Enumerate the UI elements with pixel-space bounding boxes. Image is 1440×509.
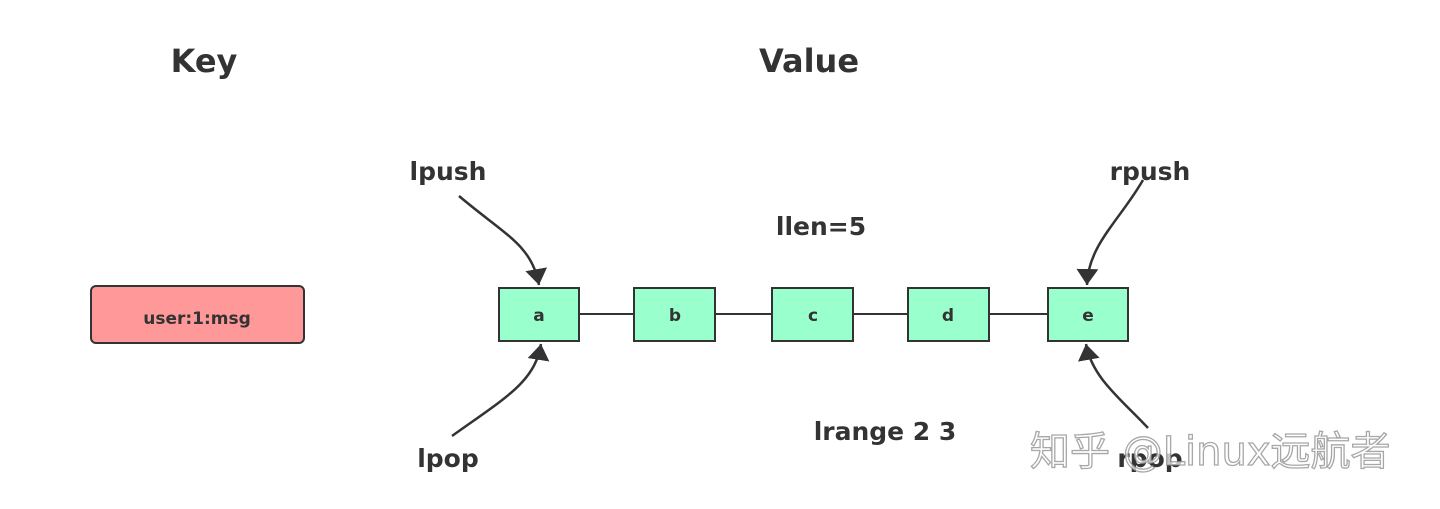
list-node: d [907, 287, 990, 342]
rpop-label: rpop [1117, 444, 1182, 473]
list-node-label-a: a [533, 306, 544, 326]
list-node-label-d: d [942, 306, 954, 326]
lrange-label: lrange 2 3 [814, 417, 957, 446]
list-node-box-d [907, 287, 990, 342]
value-header: Value [759, 42, 859, 80]
lpush-arrow [458, 195, 548, 286]
lpush-label: lpush [410, 157, 487, 186]
list-node-label-b: b [669, 306, 681, 326]
rpush-label: rpush [1110, 157, 1191, 186]
list-node: e [1047, 287, 1129, 342]
watermark: 知乎 @Linux远航者 [1030, 429, 1391, 475]
rpop-arrow [1077, 343, 1149, 429]
list-node-box-e [1047, 287, 1129, 342]
list-node: b [633, 287, 716, 342]
list-nodes: a b c d e [498, 287, 1129, 342]
list-node-box-a [498, 287, 580, 342]
lpop-arrow [451, 343, 550, 438]
rpush-arrow [1076, 179, 1145, 286]
key-header: Key [171, 42, 238, 80]
list-node-box-b [633, 287, 716, 342]
list-node: a [498, 287, 580, 342]
list-node: c [771, 287, 854, 342]
list-node-label-c: c [808, 306, 818, 326]
list-node-label-e: e [1082, 306, 1094, 326]
key-node-label: user:1:msg [143, 309, 251, 329]
llen-label: llen=5 [776, 212, 866, 241]
key-node: user:1:msg [90, 285, 305, 344]
lpop-label: lpop [417, 444, 479, 473]
key-node-box [90, 285, 305, 344]
list-node-box-c [771, 287, 854, 342]
